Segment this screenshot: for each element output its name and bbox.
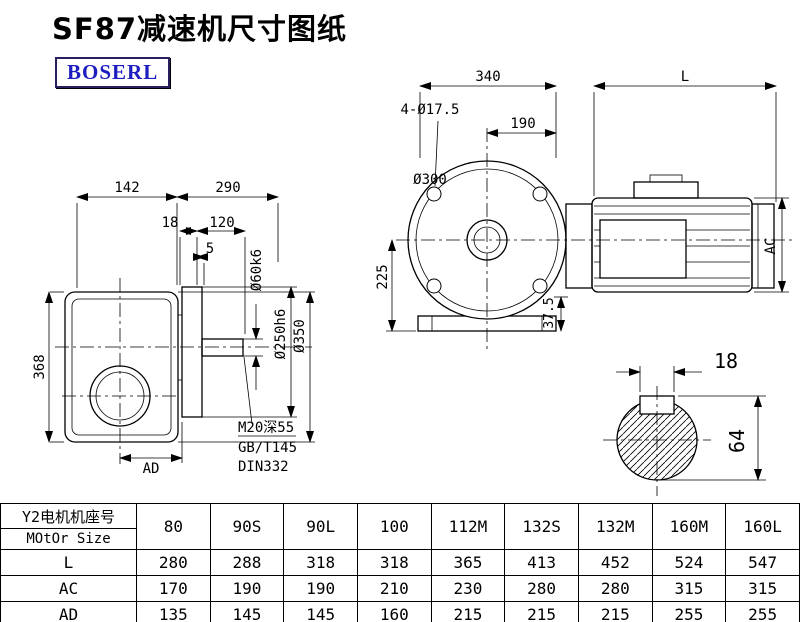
table-cell: 215 <box>577 601 653 622</box>
dim-190-label: 190 <box>510 116 535 132</box>
table-cell: 280 <box>577 575 653 602</box>
table-cell: 524 <box>651 549 727 576</box>
table-cell: 255 <box>725 601 800 622</box>
row-label: AC <box>0 575 137 602</box>
body-diameter-label: Ø350 <box>292 319 308 353</box>
table-cell: 255 <box>651 601 727 622</box>
col-header: 160L <box>725 503 800 550</box>
col-header: 90S <box>209 503 285 550</box>
table-cell: 315 <box>651 575 727 602</box>
motor-outline <box>565 174 775 293</box>
shaft-section-view: 18 64 <box>603 349 766 496</box>
table-cell: 413 <box>504 549 579 576</box>
left-view: 142 290 18 120 5 368 AD Ø60k6 Ø250h6 Ø35… <box>32 180 315 477</box>
technical-drawing: 142 290 18 120 5 368 AD Ø60k6 Ø250h6 Ø35… <box>32 69 792 496</box>
right-view: 340 L 4-Ø17.5 190 Ø300 225 37.5 AC <box>375 69 792 350</box>
table-cell: 210 <box>356 575 432 602</box>
row-label: AD <box>0 601 137 622</box>
col-header: 132M <box>577 503 653 550</box>
logo-text: BOSERL <box>67 60 159 84</box>
dia-300-label: Ø300 <box>413 172 447 188</box>
col-header: 90L <box>283 503 358 550</box>
dim-18-label: 18 <box>162 215 179 231</box>
dim-340-label: 340 <box>475 69 500 85</box>
page-title: SF87减速机尺寸图纸 <box>52 12 348 46</box>
table-row-ac: AC 170 190 190 210 230 280 280 315 315 <box>0 575 800 602</box>
flange-diameter-label: Ø250h6 <box>273 309 289 360</box>
key-width-label: 18 <box>714 349 738 373</box>
dim-368-label: 368 <box>32 354 48 379</box>
right-view-centerlines <box>396 128 792 350</box>
table-cell: 318 <box>356 549 432 576</box>
table-cell: 318 <box>283 549 358 576</box>
bolt-holes-label: 4-Ø17.5 <box>400 102 459 118</box>
table-cell: 288 <box>209 549 285 576</box>
dim-120-label: 120 <box>209 215 234 231</box>
col-header: 80 <box>136 503 211 550</box>
table-cell: 190 <box>283 575 358 602</box>
fan-cover <box>751 203 775 289</box>
dim-225-label: 225 <box>375 264 391 289</box>
dim-ac-label: AC <box>763 238 779 255</box>
right-view-dimension-lines <box>386 82 789 332</box>
col-header: 160M <box>651 503 727 550</box>
table-cell: 170 <box>136 575 211 602</box>
motor-stator-hatch <box>599 219 687 279</box>
dim-37-5-label: 37.5 <box>542 297 557 328</box>
dim-ad-label: AD <box>143 461 160 477</box>
boserl-logo: BOSERL <box>55 57 171 88</box>
dim-290-label: 290 <box>215 180 240 196</box>
table-cell: 280 <box>136 549 211 576</box>
table-cell: 215 <box>504 601 579 622</box>
gb-standard-note: GB/T145 <box>238 440 297 456</box>
table-cell: 315 <box>725 575 800 602</box>
shaft-view-centerlines <box>603 386 711 496</box>
table-cell: 215 <box>430 601 506 622</box>
dim-142-label: 142 <box>114 180 139 196</box>
dim-l-label: L <box>681 69 689 85</box>
header-en: MOtOr Size <box>26 531 111 547</box>
table-row-l: L 280 288 318 318 365 413 452 524 547 <box>0 549 800 576</box>
left-view-centerlines <box>55 278 312 464</box>
col-header: 112M <box>430 503 506 550</box>
table-cell: 547 <box>725 549 800 576</box>
shaft-diameter-label: Ø60k6 <box>249 249 265 291</box>
gearbox-housing-outline <box>64 286 244 443</box>
table-cell: 135 <box>136 601 211 622</box>
table-cell: 145 <box>209 601 285 622</box>
table-cell: 230 <box>430 575 506 602</box>
shaft-height-label: 64 <box>725 429 749 453</box>
table-cell: 160 <box>356 601 432 622</box>
row-label: L <box>0 549 137 576</box>
shaft-view-dimension-lines <box>616 366 766 481</box>
left-view-dimension-lines <box>45 193 315 463</box>
motor-dimension-table: Y2电机机座号 MOtOr Size 80 90S 90L 100 112M 1… <box>0 503 800 622</box>
table-cell: 145 <box>283 601 358 622</box>
table-cell: 190 <box>209 575 285 602</box>
col-header: 132S <box>504 503 579 550</box>
table-cell: 365 <box>430 549 506 576</box>
table-header-cell: Y2电机机座号 MOtOr Size <box>0 503 137 550</box>
table-cell: 452 <box>577 549 653 576</box>
col-header: 100 <box>356 503 432 550</box>
header-cn: Y2电机机座号 <box>1 504 136 529</box>
table-row-ad: AD 135 145 145 160 215 215 215 255 255 <box>0 601 800 622</box>
din-standard-note: DIN332 <box>238 459 289 475</box>
table-cell: 280 <box>504 575 579 602</box>
thread-note: M20深55 <box>238 420 294 436</box>
dim-5-label: 5 <box>206 241 214 257</box>
table-header-row: Y2电机机座号 MOtOr Size 80 90S 90L 100 112M 1… <box>0 503 800 550</box>
